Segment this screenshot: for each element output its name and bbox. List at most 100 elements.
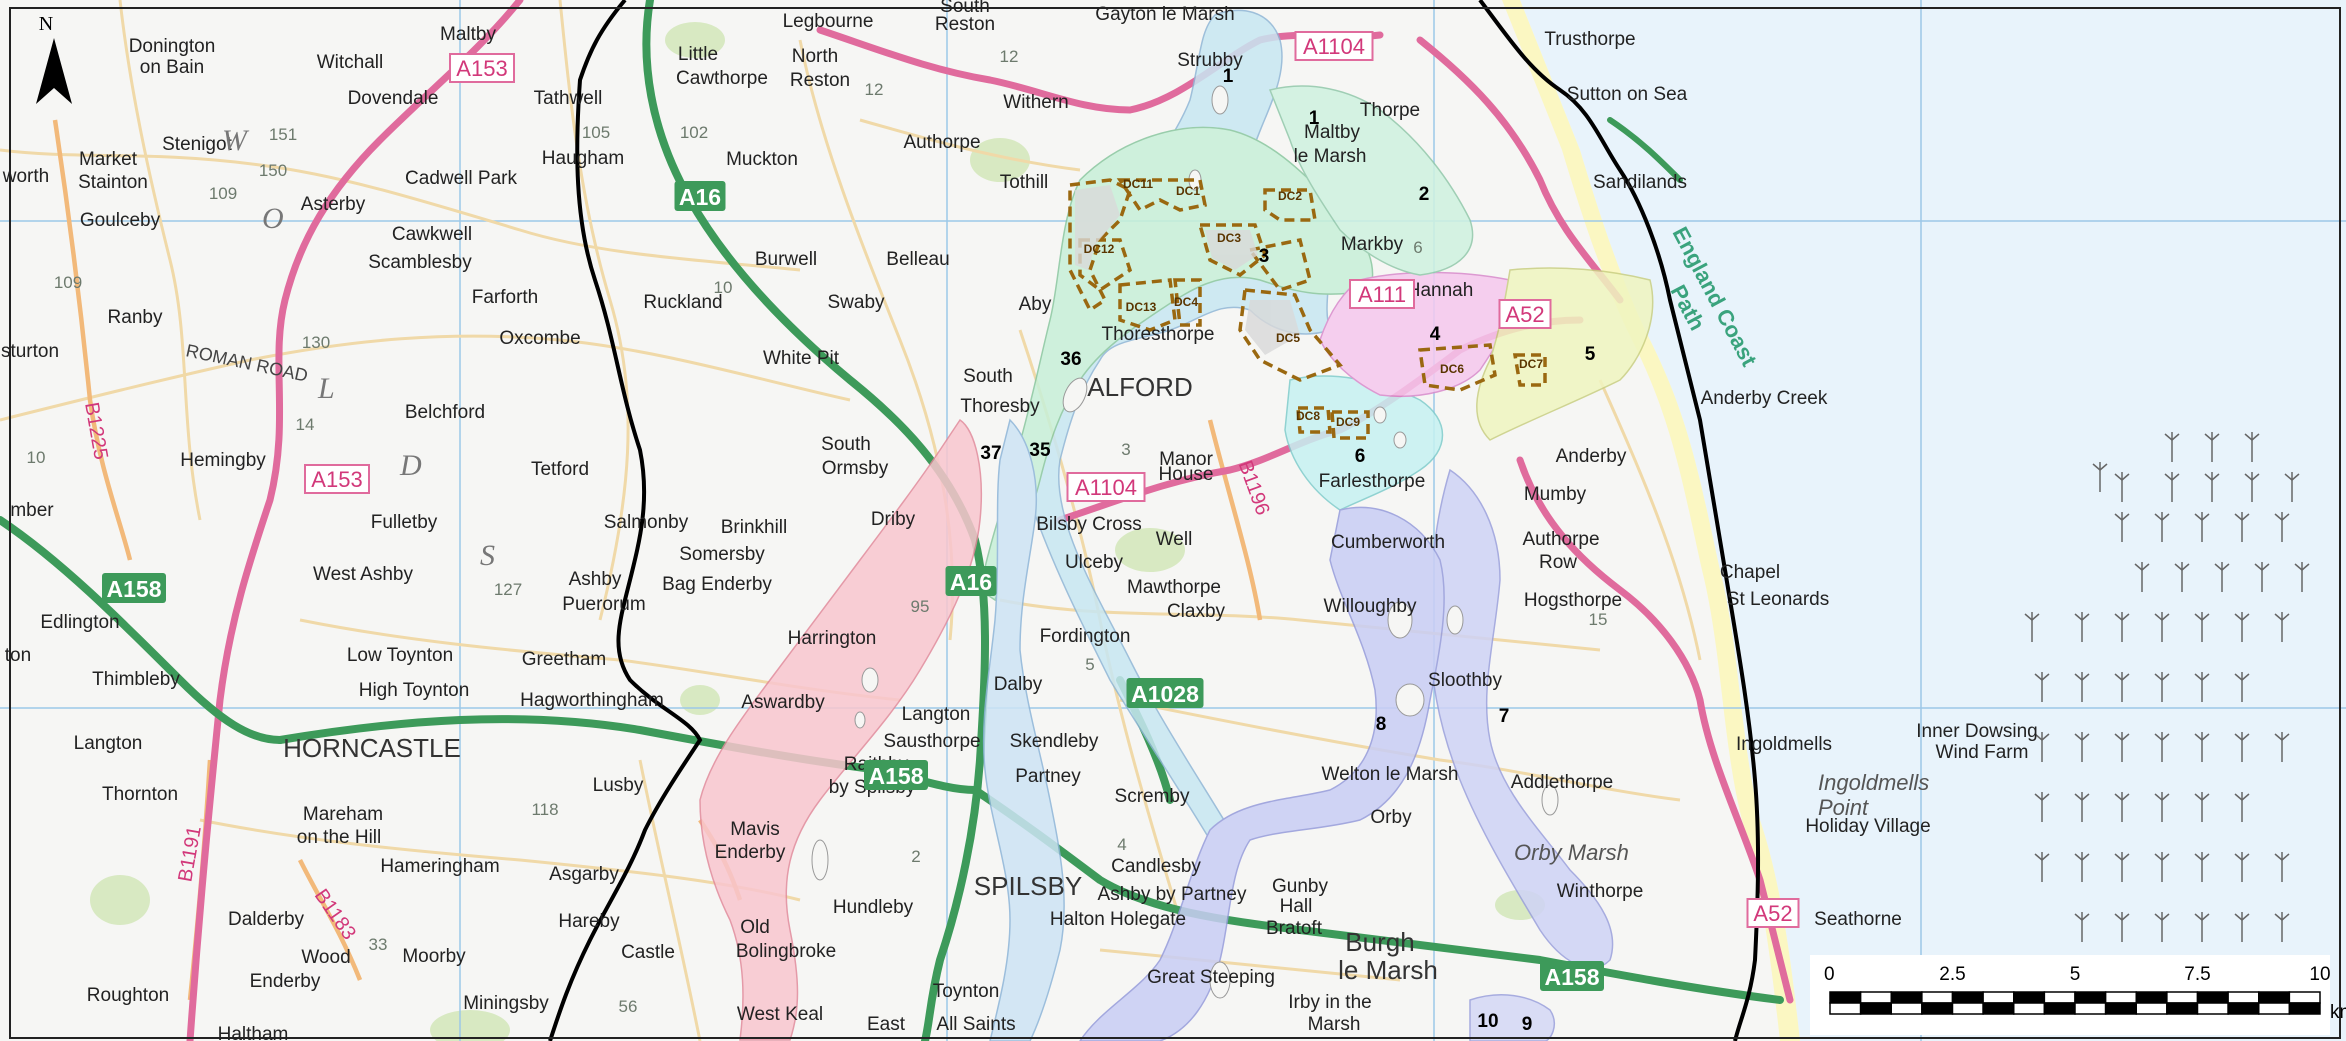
place-label-salmonby: Salmonby: [604, 512, 689, 533]
road-shield-a1104-mid: A1104: [1075, 475, 1137, 500]
sea: [1520, 0, 2346, 1041]
height-label-h6: 6: [1413, 238, 1422, 257]
place-label-sturton: sturton: [1, 341, 59, 362]
place-label-harrington: Harrington: [788, 628, 877, 649]
place-label-cumberworth: Cumberworth: [1331, 532, 1445, 553]
place-label-reston: Reston: [935, 14, 995, 35]
place-label-high-toynton: High Toynton: [359, 680, 470, 701]
scale-bar-segment: [1982, 1002, 2015, 1015]
dc-label-dc8: DC8: [1296, 409, 1320, 423]
place-label-well: Well: [1156, 529, 1193, 550]
scale-bar-unit: km: [2330, 1002, 2346, 1023]
height-label-h109a: 109: [209, 184, 237, 203]
place-label-winthorpe: Winthorpe: [1557, 881, 1644, 902]
place-label-legbourne: Legbourne: [783, 11, 874, 32]
wind-turbine-icon: [2074, 732, 2090, 762]
place-label-partney: Partney: [1015, 766, 1081, 787]
height-label-h95: 95: [911, 597, 930, 616]
scale-bar-segment: [2043, 991, 2076, 1004]
place-label-stenigot: Stenigot: [162, 134, 232, 155]
road-shield-a16-mid: A16: [950, 569, 992, 595]
place-label-cawkwell: Cawkwell: [392, 224, 472, 245]
place-label-ton: ton: [5, 645, 31, 666]
place-label-little-caw: Little: [678, 44, 718, 65]
place-label-moorby: Moorby: [402, 946, 466, 967]
place-label-ember: mber: [10, 500, 54, 521]
place-label-thornton: Thornton: [102, 784, 178, 805]
height-label-h3: 3: [1121, 440, 1130, 459]
road-shield-a153-top: A153: [456, 56, 507, 81]
wind-turbine-icon: [2034, 672, 2050, 702]
place-label-tathwell: Tathwell: [534, 88, 603, 109]
wind-turbine-icon: [2294, 562, 2310, 592]
place-label-enderby2: Enderby: [250, 971, 321, 992]
place-label-greetham: Greetham: [522, 649, 606, 670]
place-label-anderby: Anderby: [1556, 446, 1627, 467]
place-label-cawthorpe: Cawthorpe: [676, 68, 768, 89]
place-label-belleau: Belleau: [886, 249, 949, 270]
scale-bar-segment: [1890, 991, 1923, 1004]
north-arrow[interactable]: N: [36, 13, 72, 104]
place-label-dovendale: Dovendale: [348, 88, 439, 109]
scale-bar-segment: [2227, 1002, 2260, 1015]
place-label-authorpe: Authorpe: [903, 132, 980, 153]
place-label-aswardby: Aswardby: [741, 692, 825, 713]
height-label-h33: 33: [369, 935, 388, 954]
wind-turbine-icon: [2234, 912, 2250, 942]
place-label-mareham: Mareham: [303, 804, 383, 825]
wind-turbine-icon: [2274, 732, 2290, 762]
dc-label-dc6: DC6: [1440, 362, 1464, 376]
place-label-brinkhill: Brinkhill: [721, 517, 788, 538]
scale-bar-segment: [2074, 991, 2107, 1004]
scale-bar-segment: [1829, 1002, 1862, 1015]
place-label-oxcombe: Oxcombe: [499, 328, 580, 349]
scale-bar-segment: [1951, 991, 1984, 1004]
scale-bar-segment: [2288, 1002, 2321, 1015]
wolds-letter-2: L: [317, 372, 335, 405]
place-label-sandilands: Sandilands: [1593, 172, 1687, 193]
scale-bar-segment: [2074, 1002, 2107, 1015]
place-label-castle: Castle: [621, 942, 675, 963]
place-label-langton: Langton: [74, 733, 143, 754]
place-label-ranby: Ranby: [108, 307, 163, 328]
place-label-farlesthorpe: Farlesthorpe: [1319, 471, 1426, 492]
scale-bar-segment: [2166, 1002, 2199, 1015]
place-label-worth: worth: [2, 166, 49, 187]
wind-turbine-icon: [2274, 612, 2290, 642]
wind-turbine-icon: [2234, 512, 2250, 542]
corridor-lavender-9: [1469, 994, 1555, 1041]
corridor-holes: [811, 85, 1559, 999]
height-label-h14: 14: [296, 415, 315, 434]
town-label-le-marsh2: le Marsh: [1338, 955, 1438, 985]
height-label-h15: 15: [1589, 610, 1608, 629]
road-shield-a153-left-bg: [304, 464, 370, 494]
place-label-wind-farm: Wind Farm: [1936, 742, 2029, 763]
place-label-witchall: Witchall: [317, 52, 384, 73]
place-label-thimbleby: Thimbleby: [92, 669, 180, 690]
height-label-h150: 150: [259, 161, 287, 180]
dc-label-dc12: DC12: [1084, 242, 1115, 256]
corridor-label-c8: 8: [1376, 714, 1387, 735]
wind-turbine-icon: [2204, 472, 2220, 502]
place-label-wood: Wood: [301, 947, 350, 968]
place-label-sloothby: Sloothby: [1428, 670, 1502, 691]
place-label-malby: Maltby: [1304, 122, 1360, 143]
corridor-label-c5: 5: [1585, 344, 1596, 365]
scale-bar-tick-4: 10: [2309, 964, 2330, 985]
orby-marsh: Orby Marsh: [1514, 840, 1629, 865]
scale-bar-segment: [1890, 1002, 1923, 1015]
dc-label-dc11: DC11: [1123, 177, 1153, 191]
place-label-on-bain: on Bain: [140, 57, 204, 78]
height-label-h10: 10: [27, 448, 46, 467]
north-arrow-icon: [36, 38, 72, 104]
scale-bar-segment: [1829, 991, 1862, 1004]
place-label-white-pit: White Pit: [763, 348, 840, 369]
scale-bar-segment: [2227, 991, 2260, 1004]
scale-bar-segment: [1859, 991, 1892, 1004]
place-label-claxby: Claxby: [1167, 601, 1226, 622]
wind-turbine-icon: [2174, 562, 2190, 592]
wolds-label: W O L D S: [222, 124, 495, 572]
wind-turbine-icon: [2194, 792, 2210, 822]
corridor-label-c37: 37: [980, 443, 1001, 464]
